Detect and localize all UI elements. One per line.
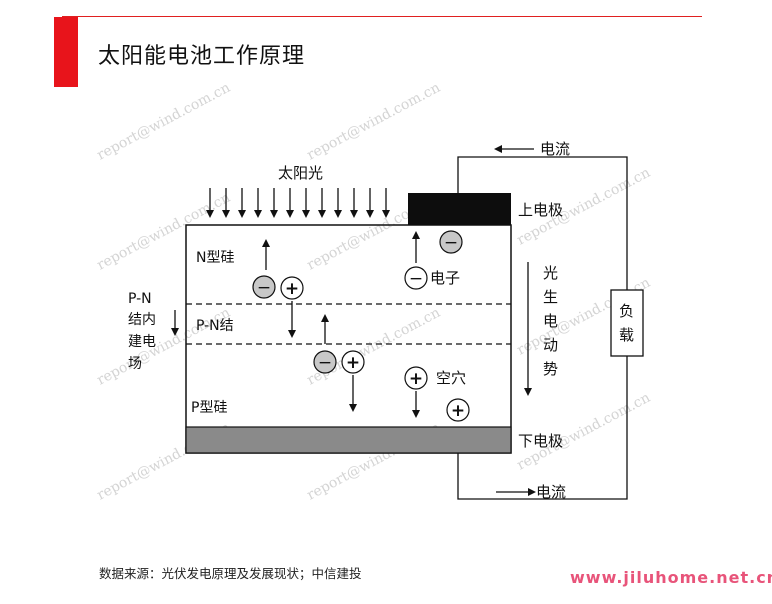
field-label-1: P-N (128, 291, 152, 307)
site-watermark: www.jiluhome.net.cn (570, 568, 772, 587)
hole-symbol: + (285, 279, 299, 299)
electron-particle (404, 266, 428, 290)
electron-particle (313, 350, 337, 374)
bottom-electrode (185, 426, 512, 454)
top-electrode (408, 193, 511, 225)
current-label-top: 电流 (540, 140, 570, 158)
pn-junction-label: P-N结 (196, 318, 234, 334)
electron-symbol: − (257, 278, 271, 298)
source-note: 数据来源：光伏发电原理及发展现状；中信建投 (99, 566, 362, 581)
external-circuit (457, 156, 628, 500)
hole-particle (280, 276, 304, 300)
hole-symbol: + (409, 369, 423, 389)
emf-label-1: 光 (543, 264, 558, 282)
field-label-3: 建电 (128, 334, 156, 350)
emf-label-5: 势 (543, 360, 558, 378)
page-title: 太阳能电池工作原理 (98, 44, 306, 69)
p-region-label: P型硅 (191, 400, 227, 416)
hole-symbol: + (346, 353, 360, 373)
hole-particle (446, 398, 470, 422)
hole-particle (341, 350, 365, 374)
electron-symbol: − (444, 233, 458, 253)
load-box (610, 289, 644, 357)
electron-label: 电子 (430, 269, 460, 287)
electron-particle (252, 275, 276, 299)
sunlight-arrows (206, 188, 390, 218)
load-label-2: 载 (619, 326, 634, 344)
header-rule (62, 16, 702, 17)
load-label-1: 负 (619, 302, 634, 320)
field-label-2: 结内 (128, 312, 156, 328)
hole-particle (404, 366, 428, 390)
electron-symbol: − (409, 269, 423, 289)
sunlight-label: 太阳光 (278, 164, 323, 182)
field-label-4: 场 (128, 356, 142, 372)
header-accent-bar (54, 17, 78, 87)
emf-label-3: 电 (543, 312, 558, 330)
hole-label: 空穴 (436, 369, 466, 387)
bottom-electrode-label: 下电极 (518, 432, 563, 450)
n-region-label: N型硅 (196, 250, 234, 266)
diagram-watermark: report@wind.com.cn (94, 80, 233, 164)
emf-label-2: 生 (543, 288, 558, 306)
current-label-bottom: 电流 (536, 483, 566, 501)
top-electrode-label: 上电极 (518, 201, 563, 219)
emf-label-4: 动 (543, 336, 558, 354)
electron-symbol: − (318, 353, 332, 373)
hole-symbol: + (451, 401, 465, 421)
diagram-watermark: report@wind.com.cn (304, 80, 443, 164)
electron-particle (439, 230, 463, 254)
